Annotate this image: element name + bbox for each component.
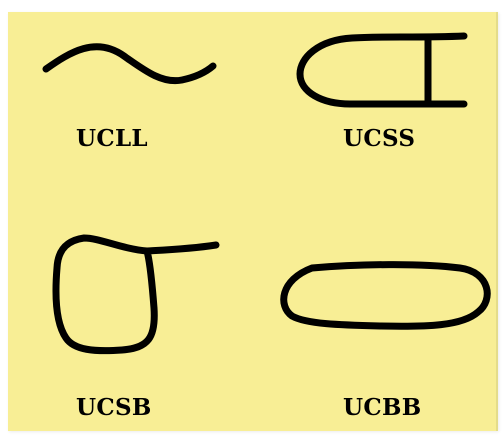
ucsb-box-shape [56, 238, 216, 351]
ucll-wave-shape [46, 47, 213, 81]
ucss-u-shape [300, 36, 464, 104]
ucss-label: UCSS [343, 127, 415, 150]
ucbb-label: UCBB [343, 396, 421, 419]
ucll-label: UCLL [76, 127, 148, 150]
ucsb-label: UCSB [76, 396, 152, 419]
ucbb-oval-shape [284, 265, 488, 327]
